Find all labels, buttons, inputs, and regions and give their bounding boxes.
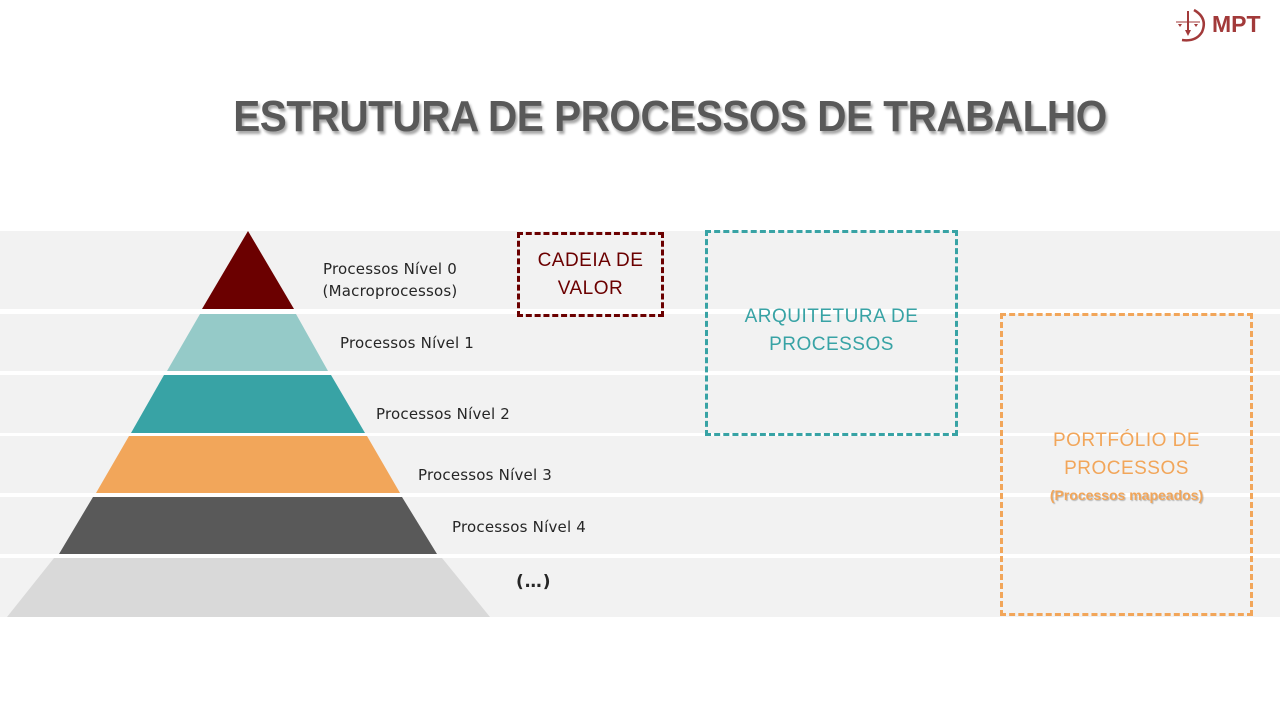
logo-text: MPT bbox=[1212, 10, 1261, 37]
mpt-logo: MPT bbox=[1168, 6, 1261, 42]
level-1-label: Processos Nível 1 bbox=[340, 334, 475, 352]
portfolio-de-processos-box: PORTFÓLIO DE PROCESSOS (Processos mapead… bbox=[1000, 313, 1253, 616]
portfolio-line1: PORTFÓLIO DE bbox=[1052, 429, 1201, 451]
pyramid-level-3 bbox=[96, 436, 400, 493]
page-title: ESTRUTURA DE PROCESSOS DE TRABALHO bbox=[233, 92, 1107, 141]
level-4-label: Processos Nível 4 bbox=[452, 518, 587, 536]
level-5-label: (…) bbox=[516, 572, 552, 592]
pyramid-level-5 bbox=[7, 558, 490, 617]
process-pyramid bbox=[7, 231, 490, 617]
cadeia-de-valor-box: CADEIA DE VALOR bbox=[517, 232, 664, 317]
pyramid-level-4 bbox=[59, 497, 437, 554]
arquitetura-line1: ARQUITETURA DE bbox=[744, 306, 919, 327]
mpt-emblem-icon bbox=[1176, 8, 1205, 42]
pyramid-level-1 bbox=[167, 314, 328, 371]
portfolio-line2: PROCESSOS bbox=[1064, 457, 1189, 479]
arquitetura-line2: PROCESSOS bbox=[769, 334, 894, 355]
level-0-subtitle: (Macroprocessos) bbox=[322, 282, 458, 300]
cadeia-line2: VALOR bbox=[557, 277, 624, 299]
level-3-label: Processos Nível 3 bbox=[418, 466, 553, 484]
cadeia-line1: CADEIA DE bbox=[537, 249, 644, 271]
level-0-title: Processos Nível 0 bbox=[322, 260, 458, 278]
pyramid-level-2 bbox=[131, 375, 365, 433]
arquitetura-de-processos-box: ARQUITETURA DE PROCESSOS bbox=[705, 230, 958, 436]
portfolio-subtitle: (Processos mapeados) bbox=[1049, 486, 1204, 503]
level-2-label: Processos Nível 2 bbox=[376, 405, 511, 423]
pyramid-level-0 bbox=[202, 231, 294, 309]
level-0-label: Processos Nível 0 (Macroprocessos) bbox=[316, 258, 464, 302]
